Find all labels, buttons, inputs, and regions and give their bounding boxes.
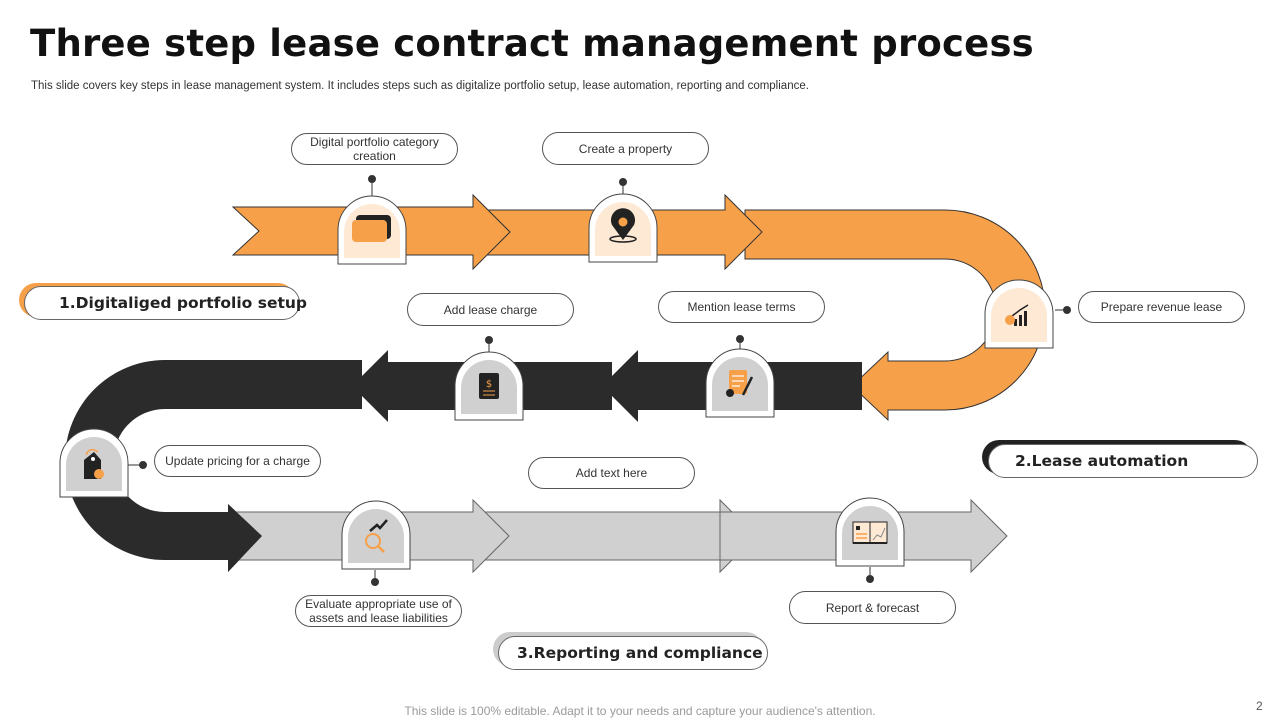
badge-lease-terms bbox=[705, 348, 775, 418]
price-tag-icon bbox=[84, 448, 104, 479]
page-subtitle: This slide covers key steps in lease man… bbox=[31, 80, 809, 92]
stage-label-text: 3.Reporting and compliance bbox=[517, 644, 763, 662]
step-label-evaluate-assets: Evaluate appropriate use of assets and l… bbox=[295, 595, 462, 627]
step-label-digital-portfolio: Digital portfolio category creation bbox=[291, 133, 458, 165]
analysis-magnifier-icon bbox=[365, 519, 388, 553]
page-number: 2 bbox=[1256, 699, 1263, 713]
step-label-revenue-lease: Prepare revenue lease bbox=[1078, 291, 1245, 323]
badge-create-property bbox=[588, 193, 658, 263]
wallet-icon bbox=[352, 215, 391, 242]
receipt-icon: $ bbox=[479, 373, 499, 399]
contract-pen-icon bbox=[726, 370, 754, 397]
stage-label-text: 1.Digitaliged portfolio setup bbox=[59, 294, 307, 312]
step-label-create-property: Create a property bbox=[542, 132, 709, 165]
step-label-lease-terms: Mention lease terms bbox=[658, 291, 825, 323]
revenue-chart-icon bbox=[1005, 304, 1029, 326]
connectors bbox=[128, 175, 1071, 586]
badge-report-forecast bbox=[835, 497, 905, 567]
stage-label-text: 2.Lease automation bbox=[1015, 452, 1189, 470]
badge-revenue-lease bbox=[984, 279, 1054, 349]
step-label-add-text: Add text here bbox=[528, 457, 695, 489]
badge-evaluate-assets bbox=[341, 500, 411, 570]
location-pin-icon bbox=[609, 208, 637, 243]
svg-text:$: $ bbox=[486, 379, 492, 390]
footer-note: This slide is 100% editable. Adapt it to… bbox=[404, 704, 876, 718]
stage-label-lease-automation: 2.Lease automation bbox=[988, 444, 1258, 478]
stage-label-reporting-compliance: 3.Reporting and compliance bbox=[498, 636, 768, 670]
badge-update-pricing bbox=[59, 428, 129, 498]
stage-label-portfolio-setup: 1.Digitaliged portfolio setup bbox=[24, 286, 307, 320]
page-title: Three step lease contract management pro… bbox=[30, 22, 1034, 65]
report-board-icon bbox=[852, 521, 888, 544]
badge-lease-charge: $ bbox=[454, 351, 524, 421]
step-label-update-pricing: Update pricing for a charge bbox=[154, 445, 321, 477]
step-label-report-forecast: Report & forecast bbox=[789, 591, 956, 624]
step-label-lease-charge: Add lease charge bbox=[407, 293, 574, 326]
badge-digital-portfolio bbox=[337, 195, 407, 265]
